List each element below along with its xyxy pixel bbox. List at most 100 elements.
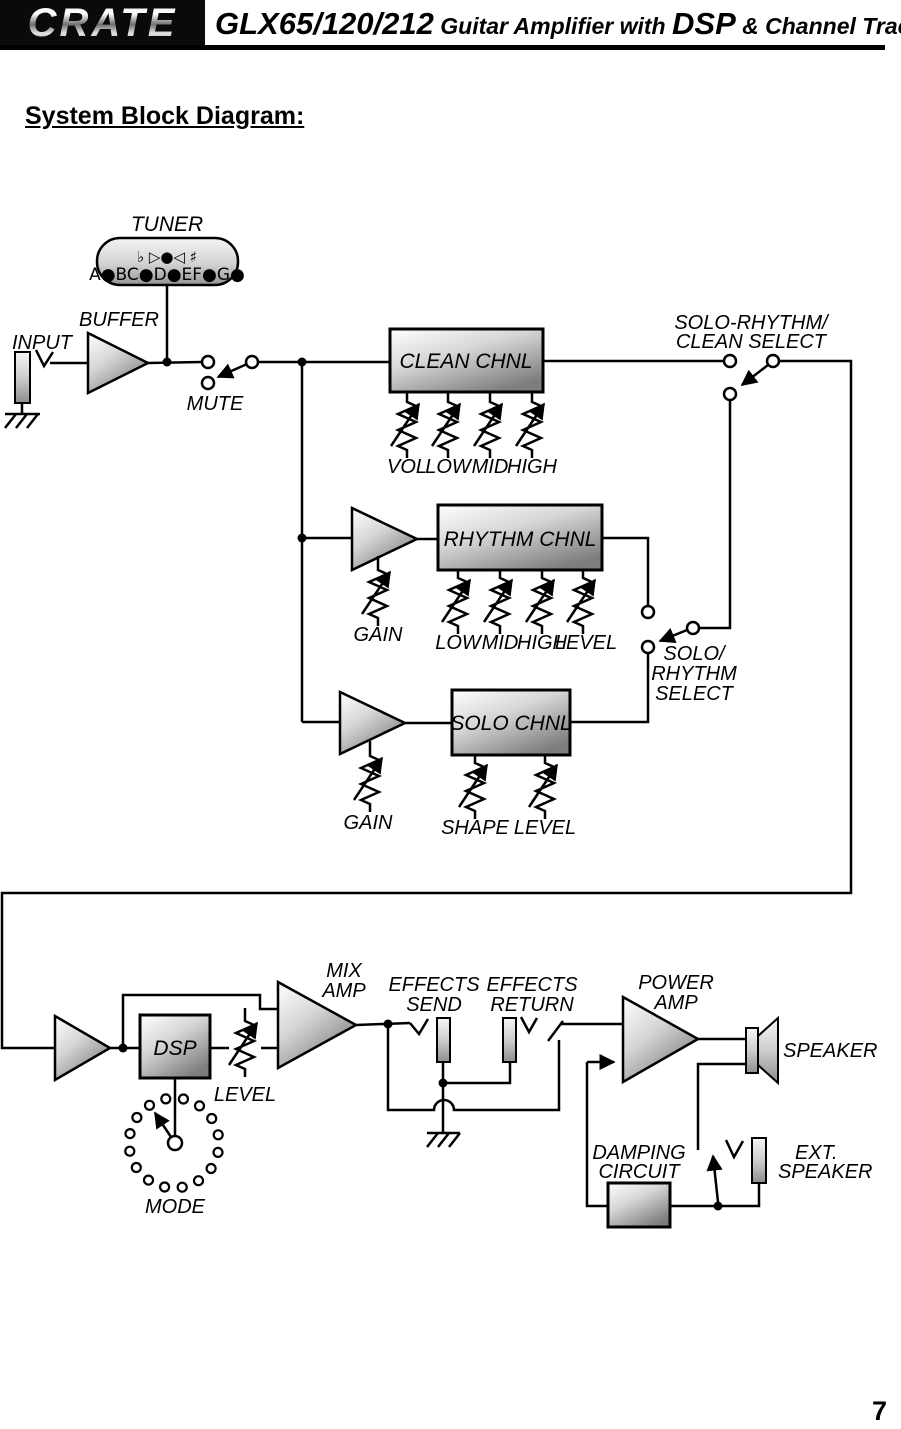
pot-high-arrow <box>524 578 556 623</box>
speaker-driver <box>745 1027 759 1074</box>
mix-amp-label: MIX <box>326 960 362 982</box>
effects-send-jack <box>436 1017 451 1063</box>
tuner-note-scale: A●BC●D●EF●G● <box>89 265 245 285</box>
effects-send-label: EFFECTS <box>388 974 480 996</box>
solo-channel-label: SOLO CHNL <box>450 712 571 735</box>
input-jack: INPUT <box>4 332 74 429</box>
solo-rhythm-select-label: RHYTHM <box>651 663 737 685</box>
pot-high <box>529 570 555 634</box>
clean-select-label: SOLO-RHYTHM/ <box>674 312 830 334</box>
header-model: GLX65/120/212 <box>215 6 434 41</box>
pot-level-arrow <box>565 578 597 623</box>
solo-pot-label: LEVEL <box>514 817 576 839</box>
rhythm-pot-label: HIGH <box>517 632 568 654</box>
ext-speaker-jack: EXT. SPEAKER <box>706 1137 872 1211</box>
pot-level-arrow <box>527 763 559 808</box>
mode-wiper-pivot <box>166 1134 184 1152</box>
header-title: GLX65/120/212 Guitar Amplifier with DSP … <box>215 6 901 42</box>
speaker: SPEAKER <box>696 1015 877 1150</box>
page-title: System Block Diagram: <box>25 102 305 130</box>
clean-channel: CLEAN CHNL VOL LOW MID HIGH <box>387 327 724 478</box>
rhythm-channel: GAIN RHYTHM CHNL LOW MID HIGH LEVEL <box>302 503 650 654</box>
pot-solo-gain-arrow <box>352 756 384 801</box>
ext-speaker-jack-symbol <box>751 1137 767 1184</box>
solo-rhythm-select-label: SOLO/ <box>663 643 727 665</box>
power-amp: POWER AMP <box>621 972 746 1085</box>
input-label: INPUT <box>12 332 74 354</box>
solo-rhythm-clean-select-switch: SOLO-RHYTHM/ CLEAN SELECT <box>674 312 830 402</box>
clean-pot-label: VOL <box>387 456 427 478</box>
pot-low <box>435 392 461 458</box>
dsp-stage: DSP LEVEL MODE <box>53 993 278 1218</box>
wire-dry-bypass <box>121 993 278 1048</box>
ext-speaker-label: EXT. <box>795 1142 838 1164</box>
solo-rhythm-select-switch: SOLO/ RHYTHM SELECT <box>640 400 737 705</box>
pot-low-arrow <box>430 402 462 447</box>
pot-high-arrow <box>514 402 546 447</box>
effects-send-label: SEND <box>406 994 462 1016</box>
mode-label: MODE <box>145 1196 206 1218</box>
wire-buffer-mute <box>147 360 203 365</box>
mute-contact-mute <box>200 375 216 391</box>
mute-contact-left <box>200 354 216 370</box>
wire-preamp-to-dsp <box>0 359 853 1050</box>
speaker-label: SPEAKER <box>783 1040 877 1062</box>
effects-loop: EFFECTS SEND EFFECTS RETURN <box>386 974 623 1148</box>
header-subtitle-1: Guitar Amplifier with <box>433 13 672 39</box>
wire-select-common <box>699 400 732 630</box>
buffer-amp: BUFFER <box>50 309 203 396</box>
select-contact-clean <box>722 353 738 369</box>
pot-rhythm-gain-arrow <box>360 570 392 615</box>
input-ground-icon <box>4 403 40 429</box>
ext-tip-contact <box>724 1139 745 1160</box>
ext-switch-arrow <box>706 1154 723 1203</box>
pot-low-arrow <box>440 578 472 623</box>
power-amp-label: AMP <box>653 992 698 1014</box>
rhythm-gain-label: GAIN <box>354 624 403 646</box>
crate-logo-text: CRATE <box>27 1 178 45</box>
pot-mid-arrow <box>482 578 514 623</box>
effects-return-label: EFFECTS <box>486 974 578 996</box>
wire-damping-feedback <box>585 1062 608 1208</box>
power-amp-triangle <box>621 994 701 1085</box>
pot-shape-arrow <box>457 763 489 808</box>
crate-logo: CRATE <box>0 0 205 47</box>
wire-mix-out <box>355 1021 411 1027</box>
select-contact-rhythm <box>640 604 656 620</box>
dsp-label: DSP <box>153 1037 196 1060</box>
dsp-block <box>138 1013 212 1080</box>
select-contact-solo <box>640 639 656 655</box>
pot-vol-arrow <box>389 402 421 447</box>
input-tip-contact <box>34 349 55 369</box>
tuner-label: TUNER <box>131 213 203 236</box>
pot-vol <box>394 392 420 458</box>
mute-contact-right <box>244 354 260 370</box>
tuner-indicator-symbols: ♭ ▷●◁ ♯ <box>137 248 197 266</box>
wire-speaker-return <box>696 1062 746 1150</box>
pot-level <box>532 755 558 819</box>
mode-rotary-switch: MODE <box>124 1093 224 1218</box>
pot-mid <box>477 392 503 458</box>
header-subtitle-2: Channel Tracking <box>765 13 901 39</box>
return-tip-contact <box>519 1016 539 1035</box>
wire-solo-out <box>570 653 650 724</box>
mode-wiper-arrow <box>153 1111 173 1138</box>
wire-loop-bypass <box>386 1024 561 1112</box>
solo-channel-block <box>450 688 572 757</box>
junction-dot <box>162 357 172 367</box>
pot-low <box>445 570 471 634</box>
select-contact-common <box>765 353 781 369</box>
solo-channel: GAIN SOLO CHNL SHAPE LEVEL <box>302 653 650 839</box>
damping-label: CIRCUIT <box>598 1161 681 1183</box>
speaker-cone-icon <box>757 1015 779 1086</box>
header-rule <box>0 45 885 50</box>
mix-amp-label: AMP <box>321 980 366 1002</box>
solo-gain-amp-triangle <box>338 690 408 756</box>
clean-select-label: CLEAN SELECT <box>676 331 828 353</box>
pot-high <box>519 392 545 458</box>
header-amp: & <box>735 13 766 39</box>
mute-label: MUTE <box>187 393 244 415</box>
wire-rhythm-out <box>602 536 650 606</box>
wire-ext-sleeve <box>718 1183 761 1208</box>
